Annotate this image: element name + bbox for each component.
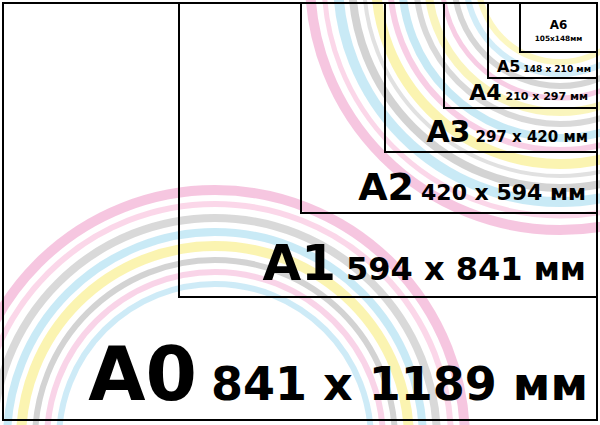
format-name: A0 [88, 337, 197, 411]
paper-size-box: A4 210 x 297 мм A5148 x 210 мм A6 105x148мм [443, 2, 598, 109]
paper-size-box: A0 841 x 1189 мм A1 594 x 841 мм A2 420 x 594… [2, 2, 598, 421]
dimensions: 841 x 1189 мм [211, 361, 588, 407]
dimensions: 210 x 297 мм [506, 91, 589, 102]
size-label: A5148 x 210 мм [497, 59, 591, 75]
size-label: A3 297 x 420 мм [426, 117, 588, 147]
dimensions: 594 x 841 мм [346, 253, 586, 285]
size-label: A6 105x148мм [521, 20, 596, 42]
paper-size-box: A2 420 x 594 мм A3 297 x 420 мм A4 210 x 297 … [300, 2, 598, 214]
format-name: A2 [358, 168, 414, 206]
dimensions: 105x148мм [535, 35, 583, 42]
format-name: A5 [497, 59, 521, 75]
dimensions: 148 x 210 мм [524, 65, 592, 74]
format-name: A1 [263, 238, 337, 288]
format-name: A4 [469, 82, 501, 104]
paper-size-box: A6 105x148мм [519, 2, 598, 53]
paper-size-box: A1 594 x 841 мм A2 420 x 594 мм A3 297 x 420 … [178, 2, 598, 298]
paper-size-box: A5148 x 210 мм A6 105x148мм [487, 2, 598, 79]
size-label: A2 420 x 594 мм [358, 168, 586, 206]
dimensions: 297 x 420 мм [476, 130, 589, 145]
size-label: A4 210 x 297 мм [469, 82, 588, 104]
format-name: A6 [550, 20, 568, 32]
format-name: A3 [426, 117, 470, 147]
paper-size-box: A3 297 x 420 мм A4 210 x 297 мм A5148 x 210 … [384, 2, 598, 153]
size-label: A0 841 x 1189 мм [88, 337, 588, 411]
size-label: A1 594 x 841 мм [263, 238, 586, 288]
dimensions: 420 x 594 мм [421, 182, 586, 204]
